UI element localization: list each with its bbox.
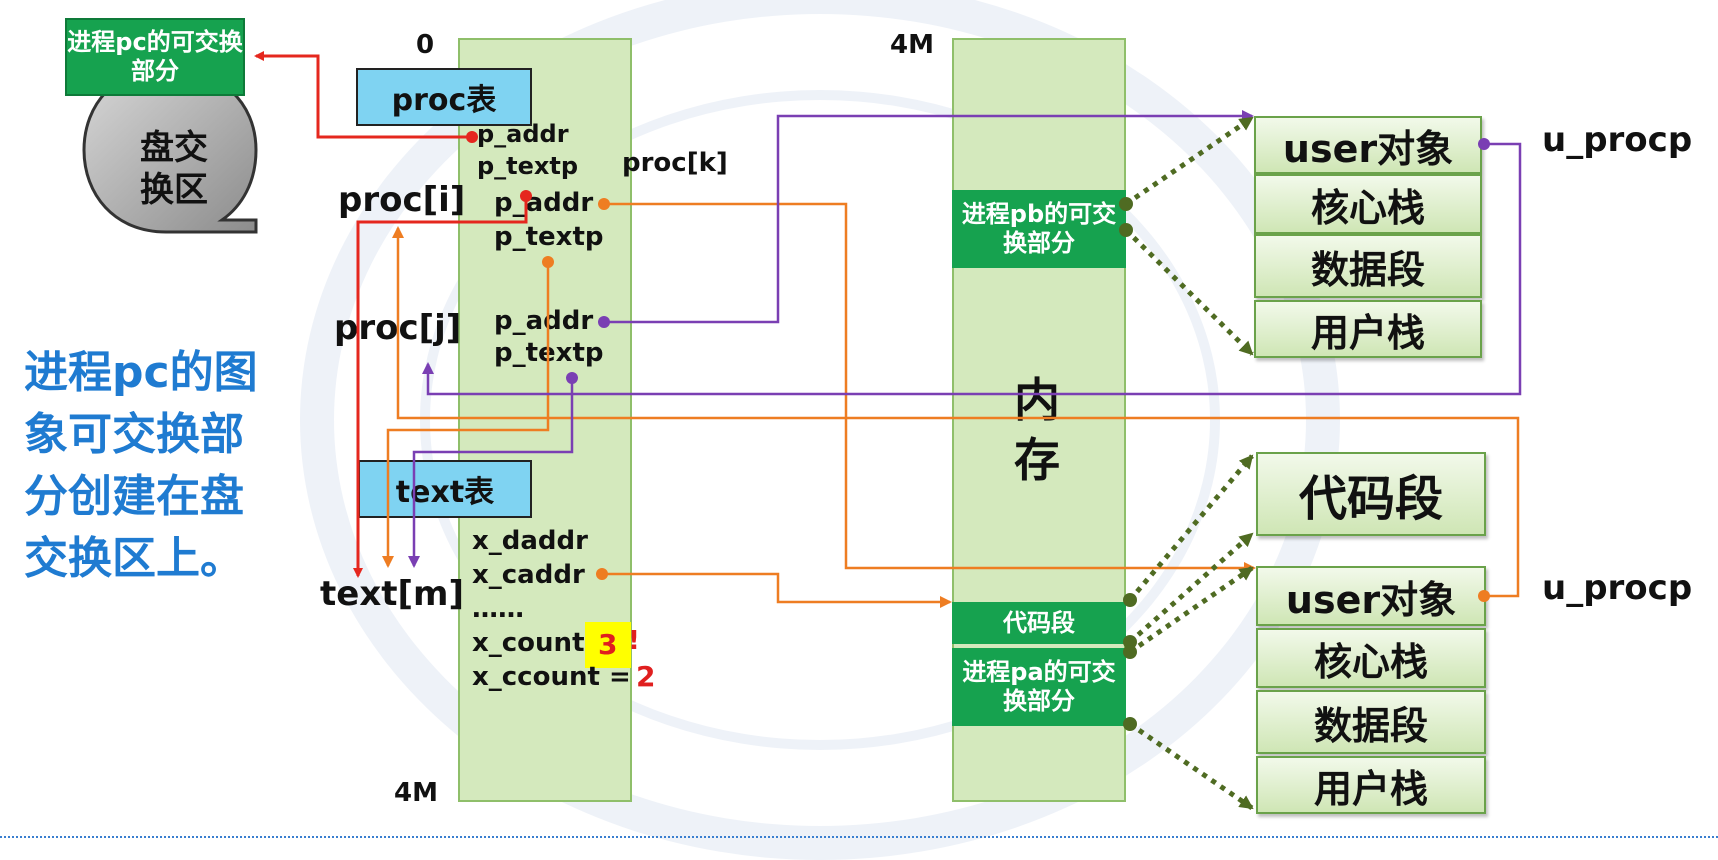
side-note-line-2: 象可交换部 bbox=[24, 409, 244, 460]
addr-top-label: 0 bbox=[416, 30, 435, 60]
pc-swappable-label: 进程pc的可交换部分 bbox=[67, 28, 243, 85]
code-segment-block: 代码段 bbox=[952, 602, 1126, 644]
x-count-value: 3 bbox=[598, 628, 618, 661]
pa-data-segment-label: 数据段 bbox=[1313, 703, 1428, 748]
pi-paddr-field: p_addr bbox=[494, 188, 594, 218]
swap-area-label: 盘交 bbox=[140, 128, 208, 168]
x-ccount-value: 2 bbox=[636, 660, 656, 693]
upper-u-procp-label: u_procp bbox=[1542, 120, 1693, 160]
pb-swappable-label: 进程pb的可交换部分 bbox=[961, 200, 1117, 257]
memory-top-label: 4M bbox=[890, 30, 934, 60]
x-count-field: x_count bbox=[472, 628, 585, 658]
pb-kernel-stack: 核心栈 bbox=[1254, 174, 1482, 234]
pa-user-stack-label: 用户栈 bbox=[1313, 766, 1428, 811]
code-segment-block-label: 代码段 bbox=[1003, 608, 1075, 637]
x-count-highlight bbox=[585, 622, 631, 668]
text-table-tab: text表 bbox=[358, 460, 532, 518]
pa-swappable-label: 进程pa的可交换部分 bbox=[962, 658, 1116, 715]
pb-data-segment-label: 数据段 bbox=[1310, 247, 1425, 292]
pa-user-object: user对象 bbox=[1256, 566, 1486, 626]
pa-kernel-stack: 核心栈 bbox=[1256, 628, 1486, 688]
swap-area-shape bbox=[82, 66, 258, 234]
side-note: 进程pc的图 象可交换部 分创建在盘 交换区上。 bbox=[24, 342, 284, 590]
pa-data-segment: 数据段 bbox=[1256, 690, 1486, 754]
bottom-dotted-rule bbox=[0, 836, 1718, 838]
pj-ptextp-field: p_textp bbox=[494, 338, 604, 368]
proc-table-tab: proc表 bbox=[356, 68, 532, 126]
pa-kernel-stack-label: 核心栈 bbox=[1313, 639, 1428, 684]
pj-paddr-field: p_addr bbox=[494, 306, 594, 336]
pa-user-object-label: user对象 bbox=[1285, 577, 1457, 622]
x-daddr-field: x_daddr bbox=[472, 526, 588, 556]
side-note-line-1: 进程pc的图 bbox=[24, 347, 258, 398]
proc-j-label: proc[j] bbox=[334, 308, 462, 348]
pa-user-stack: 用户栈 bbox=[1256, 756, 1486, 814]
memory-title-2: 存 bbox=[1014, 433, 1060, 487]
pc-swappable-box: 进程pc的可交换部分 bbox=[65, 18, 245, 96]
proc-i-label: proc[i] bbox=[338, 180, 466, 220]
swap-area-label-2: 换区 bbox=[140, 170, 208, 210]
pb-swappable-block: 进程pb的可交换部分 bbox=[952, 190, 1126, 268]
ellipsis-field: …… bbox=[472, 594, 524, 624]
pb-user-stack-label: 用户栈 bbox=[1310, 310, 1425, 355]
side-note-line-4: 交换区上。 bbox=[24, 533, 244, 584]
addr-bottom-label: 4M bbox=[394, 778, 438, 808]
pb-data-segment: 数据段 bbox=[1254, 234, 1482, 298]
x-caddr-field: x_caddr bbox=[472, 560, 585, 590]
lower-u-procp-label: u_procp bbox=[1542, 568, 1693, 608]
pc-ptextp-field: p_textp bbox=[477, 152, 579, 180]
memory-title: 内 bbox=[1014, 373, 1060, 427]
pb-user-object-label: user对象 bbox=[1282, 126, 1454, 171]
proc-table-label: proc表 bbox=[391, 83, 497, 118]
x-ccount-field: x_ccount = bbox=[472, 662, 631, 692]
proc-k-label: proc[k] bbox=[622, 148, 728, 178]
pc-paddr-field: p_addr bbox=[477, 120, 569, 148]
code-segment: 代码段 bbox=[1256, 452, 1486, 536]
pa-swappable-block: 进程pa的可交换部分 bbox=[952, 648, 1126, 726]
pb-user-stack: 用户栈 bbox=[1254, 300, 1482, 358]
code-segment-label: 代码段 bbox=[1298, 471, 1443, 527]
x-count-mark: ! bbox=[628, 626, 640, 656]
pi-ptextp-field: p_textp bbox=[494, 222, 604, 252]
text-m-label: text[m] bbox=[320, 574, 465, 614]
side-note-line-3: 分创建在盘 bbox=[24, 471, 244, 522]
text-table-label: text表 bbox=[395, 475, 495, 510]
pb-kernel-stack-label: 核心栈 bbox=[1310, 185, 1425, 230]
pb-user-object: user对象 bbox=[1254, 116, 1482, 174]
